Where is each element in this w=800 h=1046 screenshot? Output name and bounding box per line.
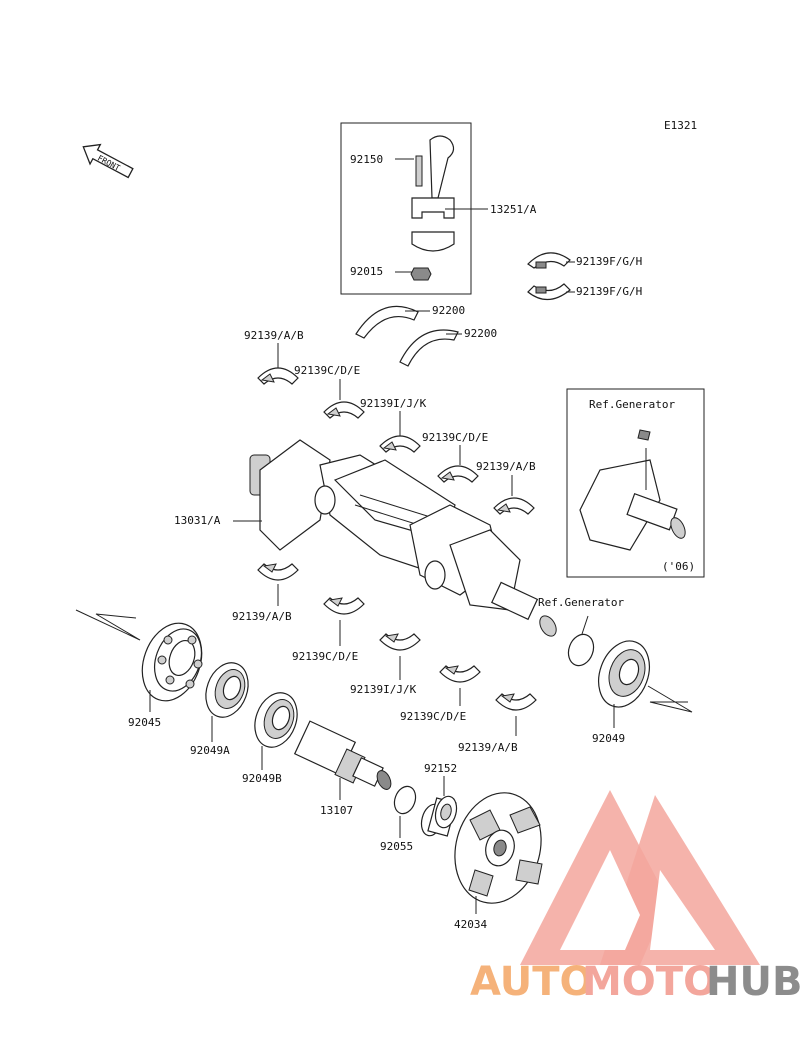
thrust-washer-icon	[355, 305, 419, 339]
label-92049a: 92049A	[190, 744, 230, 757]
label-13031a: 13031/A	[174, 514, 221, 527]
label-92055: 92055	[380, 840, 413, 853]
label-42034: 42034	[454, 918, 487, 931]
label-13251a: 13251/A	[490, 203, 537, 216]
label-92139ab-1: 92139/A/B	[244, 329, 304, 342]
conrod-icon	[410, 135, 455, 281]
shaft-icon	[293, 720, 392, 790]
main-bearing-icon	[379, 435, 421, 453]
oil-seal-icon	[598, 640, 650, 708]
label-92139ab-2: 92139/A/B	[476, 460, 536, 473]
oil-seal-icon	[254, 692, 298, 748]
bearing-shell-icon	[527, 283, 571, 301]
main-bearing-icon	[323, 401, 365, 419]
label-92139cde-4: 92139C/D/E	[400, 710, 466, 723]
watermark-hub: HUB	[706, 959, 800, 1005]
label-92015: 92015	[350, 265, 383, 278]
main-bearing-icon	[493, 497, 535, 515]
watermark-logo: AUTO MOTO HUB	[470, 790, 800, 1005]
ball-bearing-icon	[141, 622, 203, 702]
crankshaft-icon	[249, 439, 557, 637]
ref-box-year: ('06)	[662, 560, 695, 573]
label-92049b: 92049B	[242, 772, 282, 785]
watermark-moto: MOTO	[582, 959, 717, 1005]
label-92139cde-1: 92139C/D/E	[294, 364, 360, 377]
main-bearing-icon	[437, 465, 479, 483]
label-92049: 92049	[592, 732, 625, 745]
coupling-icon	[454, 792, 543, 904]
label-92152: 92152	[424, 762, 457, 775]
label-92139ab-4: 92139/A/B	[458, 741, 518, 754]
label-92139ijk-1: 92139I/J/K	[360, 397, 427, 410]
oil-seal-icon	[205, 662, 249, 718]
thrust-washer-icon	[399, 329, 459, 367]
label-92150: 92150	[350, 153, 383, 166]
main-bearing-icon	[257, 367, 299, 385]
label-92200-2: 92200	[464, 327, 497, 340]
label-92139fgh-2: 92139F/G/H	[576, 285, 642, 298]
label-92139ijk-2: 92139I/J/K	[350, 683, 417, 696]
bearing-shell-icon	[527, 252, 571, 269]
collar-icon	[420, 795, 458, 837]
label-92139fgh-1: 92139F/G/H	[576, 255, 642, 268]
o-ring-icon	[393, 785, 417, 815]
label-92139ab-3: 92139/A/B	[232, 610, 292, 623]
front-arrow-icon: FRONT	[82, 143, 134, 179]
label-92139cde-3: 92139C/D/E	[292, 650, 358, 663]
snap-ring-icon	[567, 633, 595, 667]
label-13107: 13107	[320, 804, 353, 817]
watermark-triangle-right	[600, 795, 760, 965]
label-92045: 92045	[128, 716, 161, 729]
label-92200-1: 92200	[432, 304, 465, 317]
label-ref-generator: Ref.Generator	[538, 596, 624, 609]
label-92139cde-2: 92139C/D/E	[422, 431, 488, 444]
ref-box-label: Ref.Generator	[589, 398, 675, 411]
crankshaft-end-icon	[579, 429, 686, 551]
ref-generator-box	[566, 388, 705, 578]
watermark-auto: AUTO	[470, 959, 594, 1005]
diagram-id: E1321	[664, 119, 697, 132]
